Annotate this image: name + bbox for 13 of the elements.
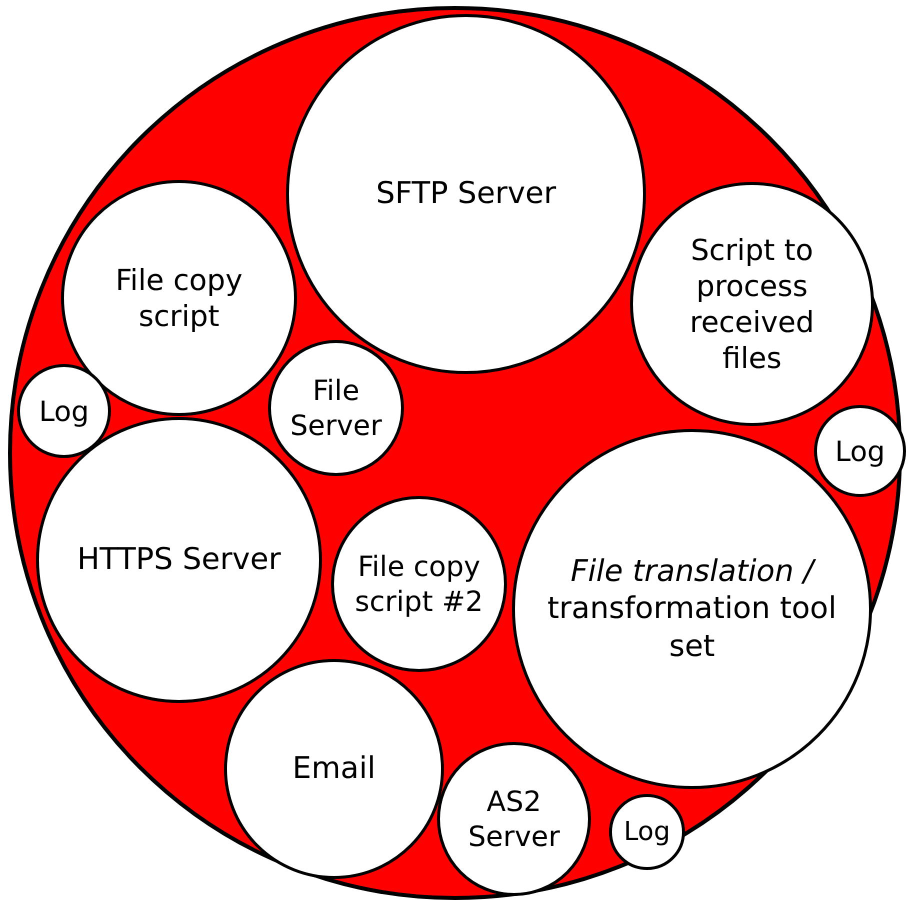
circle-label: File copy script [114, 262, 244, 334]
circle-label: File translation / transformation tool set [546, 552, 838, 666]
circle-label: Log [622, 816, 672, 848]
circle-label: AS2 Server [467, 784, 561, 854]
circle [814, 405, 906, 497]
circle-label: Email [291, 750, 377, 788]
circle-label: Log [38, 394, 90, 428]
circle-label: File copy script #2 [354, 549, 484, 619]
circle-label: File Server [289, 373, 383, 443]
circle-label: HTTPS Server [76, 541, 282, 579]
circle-label: Script to process received files [688, 232, 816, 376]
circle-label: Log [834, 434, 886, 468]
circle-label: SFTP Server [374, 175, 558, 213]
